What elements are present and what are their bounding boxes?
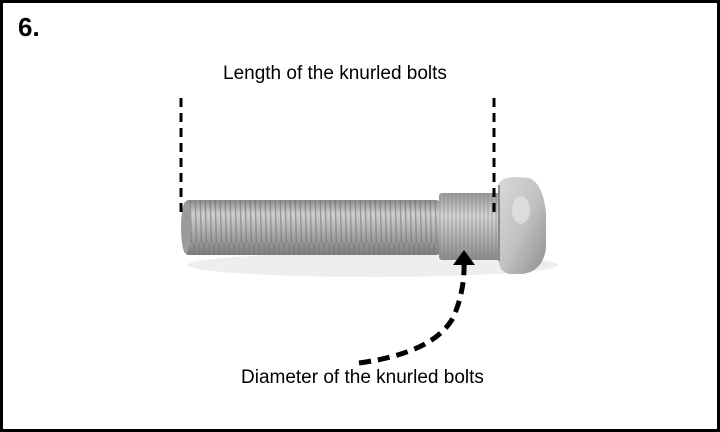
bolt-head	[498, 177, 546, 274]
bolt-photo	[179, 98, 558, 366]
length-label: Length of the knurled bolts	[223, 63, 447, 84]
bolt-threaded-shaft	[181, 200, 441, 255]
step-number: 6.	[18, 12, 40, 42]
arrow-head-icon	[453, 250, 475, 265]
bolt-knurled-section	[439, 193, 501, 260]
diameter-label: Diameter of the knurled bolts	[241, 367, 484, 388]
diameter-arrow	[358, 250, 475, 366]
